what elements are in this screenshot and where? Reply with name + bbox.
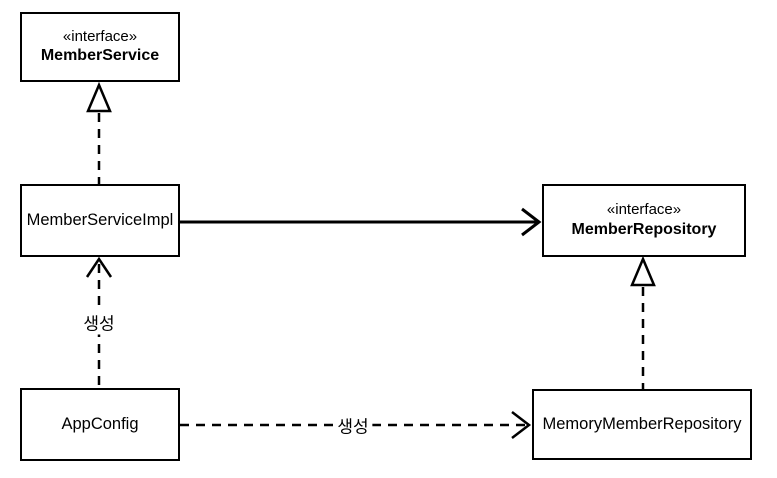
edge-appconfig-creates-memory-repository xyxy=(180,411,532,439)
class-name: MemberRepository xyxy=(571,220,717,238)
stereotype-label: «interface» xyxy=(606,201,682,219)
class-box-app-config: AppConfig xyxy=(20,388,180,461)
hollow-triangle-arrowhead xyxy=(86,81,112,113)
stereotype-label: «interface» xyxy=(62,27,138,45)
hollow-triangle-arrowhead xyxy=(630,255,656,287)
class-box-memory-member-repository: MemoryMemberRepository xyxy=(532,389,752,460)
edge-label-create: 생성 xyxy=(333,412,373,438)
edge-impl-uses-repository xyxy=(180,207,542,237)
open-arrowhead xyxy=(511,411,532,439)
open-arrowhead xyxy=(521,207,542,237)
edge-appconfig-creates-impl xyxy=(85,256,113,388)
class-box-member-service: «interface» MemberService xyxy=(20,12,180,82)
class-box-member-repository: «interface» MemberRepository xyxy=(542,184,746,257)
edge-memory-repository-realizes-repository xyxy=(630,255,656,389)
class-name: MemberService xyxy=(40,47,160,65)
edge-impl-realizes-service xyxy=(86,81,112,184)
edge-label-create: 생성 xyxy=(79,309,119,335)
class-box-member-service-impl: MemberServiceImpl xyxy=(20,184,180,257)
open-arrowhead xyxy=(85,256,113,278)
class-name: MemoryMemberRepository xyxy=(542,414,742,433)
class-name: AppConfig xyxy=(61,414,139,433)
class-name: MemberServiceImpl xyxy=(26,210,174,229)
